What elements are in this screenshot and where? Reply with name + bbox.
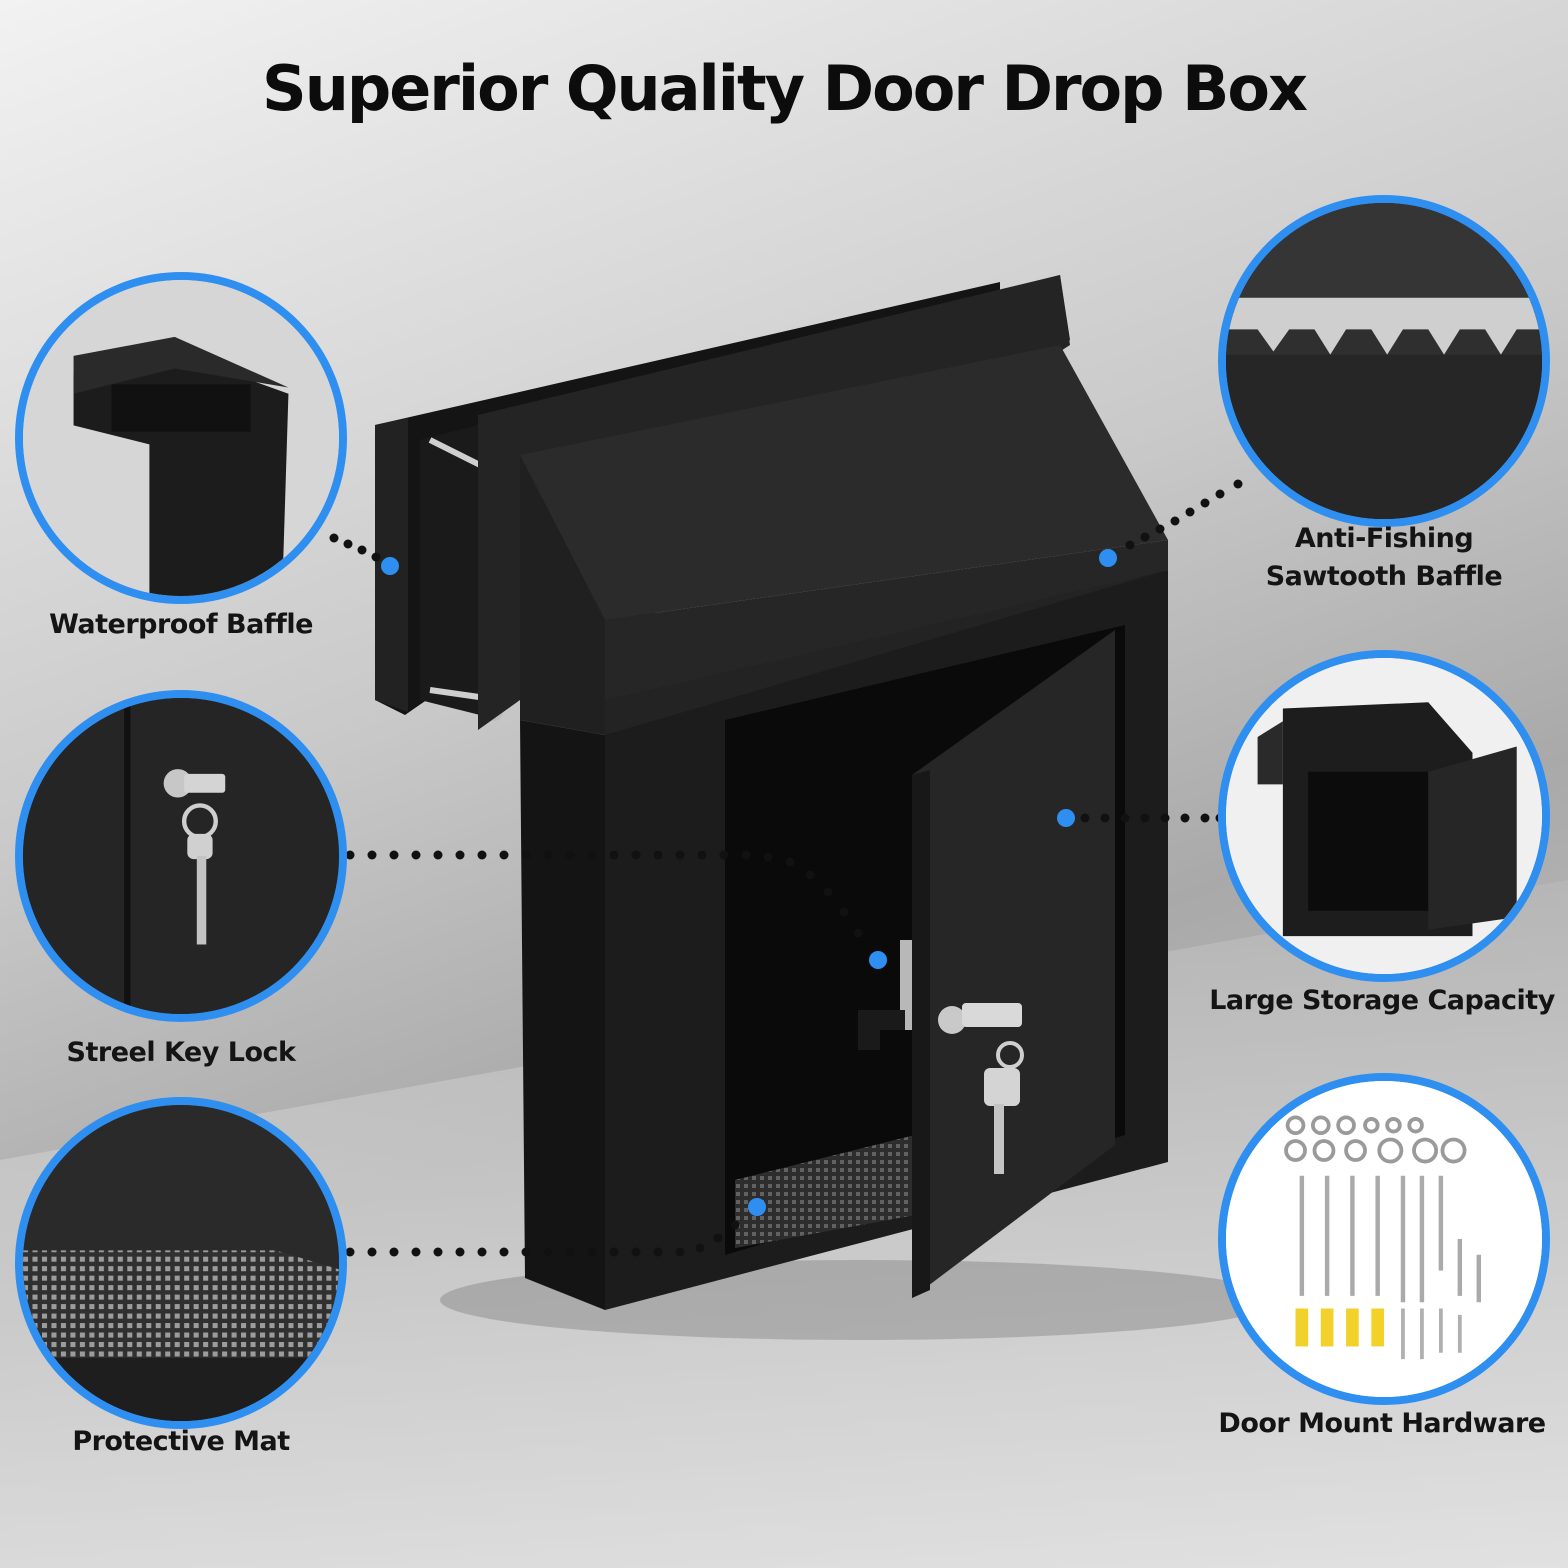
waterproof-baffle-detail-image: [15, 272, 347, 604]
label-mount-hardware: Door Mount Hardware: [1218, 1408, 1546, 1439]
label-anti-fishing-line1: Anti-Fishing: [1294, 523, 1474, 554]
storage-capacity-detail-image: [1218, 650, 1550, 982]
page-title: Superior Quality Door Drop Box: [262, 52, 1308, 125]
label-anti-fishing-line2: Sawtooth Baffle: [1265, 561, 1503, 592]
mount-hardware-detail-image: [1218, 1073, 1550, 1405]
protective-mat-detail-image: [15, 1097, 347, 1429]
label-key-lock: Streel Key Lock: [66, 1037, 296, 1068]
label-storage-capacity: Large Storage Capacity: [1209, 985, 1555, 1016]
anti-fishing-baffle-detail-image: [1218, 195, 1550, 527]
label-protective-mat: Protective Mat: [72, 1426, 290, 1457]
label-waterproof-baffle: Waterproof Baffle: [49, 609, 313, 640]
key-lock-detail-image: [15, 690, 347, 1022]
